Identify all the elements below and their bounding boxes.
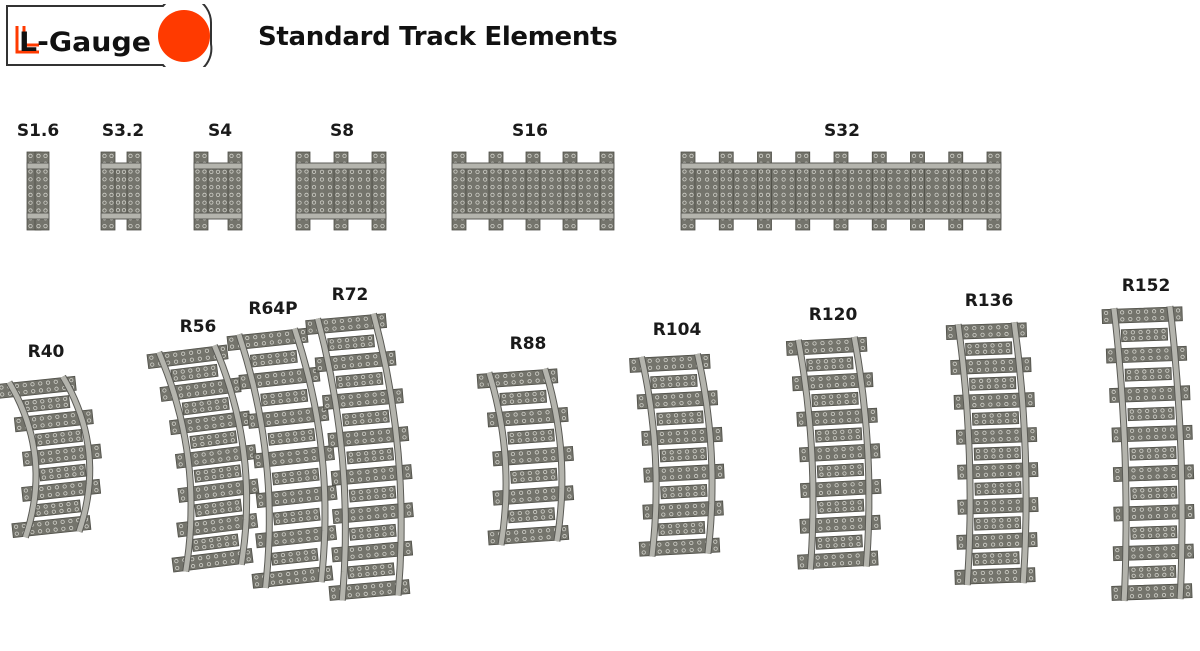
curved-track-r40 [0,374,102,539]
page-title: Standard Track Elements [258,22,618,52]
curved-track-r88 [476,367,575,546]
track-label-r104: R104 [652,320,702,340]
logo-text: L-Gauge [19,27,151,58]
straight-track-s4 [193,151,243,231]
track-label-s32: S32 [824,121,860,141]
track-label-s8: S8 [329,121,355,141]
track-label-r88: R88 [509,334,547,354]
curved-track-r72 [305,312,414,601]
straight-track-s1-6 [26,151,50,231]
logo-frame [6,4,213,67]
track-label-s3-2: S3.2 [101,121,145,141]
track-label-r120: R120 [808,305,858,325]
track-label-r72: R72 [331,285,369,305]
straight-track-s32 [680,151,1002,231]
track-label-r40: R40 [27,342,65,362]
track-label-r64p: R64P [248,299,298,319]
logo-red-circle [158,10,210,62]
logo-l-mark [15,26,39,54]
straight-track-s8 [295,151,387,231]
curved-track-r104 [629,353,725,557]
track-label-r56: R56 [179,317,217,337]
track-label-s16: S16 [512,121,548,141]
straight-track-s16 [451,151,615,231]
track-label-r136: R136 [964,291,1014,311]
curved-track-r56 [146,344,260,573]
curved-track-r136 [945,321,1039,586]
track-label-s1-6: S1.6 [16,121,60,141]
curved-track-r152 [1101,305,1195,602]
l-gauge-logo: L-Gauge [6,4,213,67]
curved-track-r120 [785,336,882,570]
straight-track-s3-2 [100,151,142,231]
track-label-r152: R152 [1121,276,1171,296]
track-label-s4: S4 [207,121,233,141]
curved-track-r64p [226,327,338,589]
